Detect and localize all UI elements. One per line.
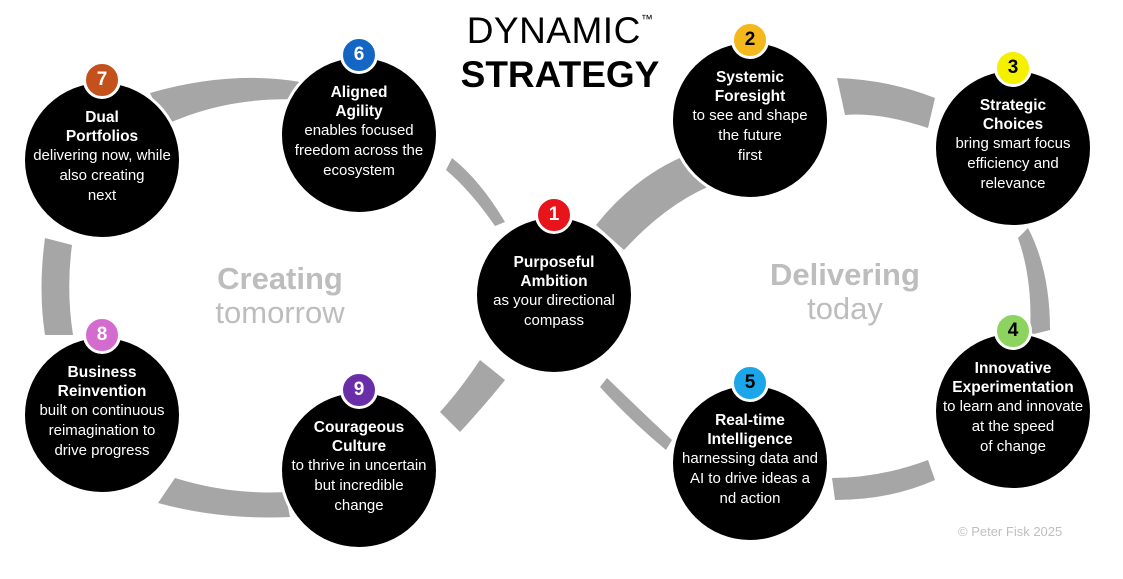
zone-left-normal: tomorrow [215, 295, 345, 330]
node-desc-line: efficiency and [967, 155, 1059, 172]
connector-6-1 [446, 158, 505, 226]
title-line-2: STRATEGY [460, 54, 660, 95]
node-title-line: Ambition [520, 273, 588, 290]
number-badge-9: 9 [340, 371, 378, 409]
number-badge-5: 5 [731, 364, 769, 402]
number-badge-8: 8 [83, 316, 121, 354]
node-title-line: Choices [982, 116, 1044, 133]
connector-8-9 [158, 478, 290, 518]
node-title-line: Strategic [979, 97, 1047, 114]
node-title-line: Agility [335, 103, 383, 120]
node-title-line: Real-time [715, 412, 785, 429]
node-desc-line: nd action [719, 490, 781, 507]
zone-right-normal: today [807, 291, 883, 326]
zone-right-bold: Delivering [770, 257, 920, 292]
connector-2-3 [837, 78, 935, 128]
node-title-line: Courageous [313, 419, 405, 436]
connector-3-4 [1018, 228, 1050, 335]
node-title-line: Systemic [715, 69, 785, 86]
node-desc-line: AI to drive ideas a [689, 470, 811, 487]
node-title-line: Intelligence [707, 431, 793, 448]
node-title-line: Business [67, 364, 137, 381]
node-desc-line: drive progress [54, 442, 150, 459]
number-badge-4: 4 [994, 312, 1032, 350]
node-title-line: Dual [85, 109, 119, 126]
node-desc-line: the future [718, 127, 782, 144]
zone-left-bold: Creating [217, 261, 343, 296]
node-title-line: Aligned [330, 84, 388, 101]
node-desc-line: harnessing data and [682, 450, 818, 467]
node-desc-line: to thrive in uncertain [291, 457, 427, 474]
connector-1-2 [596, 150, 720, 250]
copyright: © Peter Fisk 2025 [958, 524, 1063, 539]
node-desc-line: built on continuous [39, 402, 165, 419]
node-desc-line: to learn and innovate [942, 398, 1084, 415]
node-desc-line: first [737, 147, 763, 164]
node-desc-line: change [334, 497, 384, 514]
node-desc-line: to see and shape [692, 107, 808, 124]
node-title-line: Experimentation [952, 379, 1074, 396]
node-title-line: Purposeful [513, 254, 595, 271]
node-desc-line: of change [980, 438, 1046, 455]
node-desc-line: enables focused [304, 122, 414, 139]
connector-7-6 [150, 77, 308, 125]
node-title-line: Reinvention [57, 383, 147, 400]
number-badge-3: 3 [994, 49, 1032, 87]
node-desc-line: as your directional [493, 292, 615, 309]
number-badge-2: 2 [731, 21, 769, 59]
connector-7-8 [41, 238, 73, 335]
node-desc-line: but incredible [314, 477, 404, 494]
title-dynamic: DYNAMIC [466, 10, 641, 51]
node-desc-line: bring smart focus [955, 135, 1071, 152]
node-desc-line: at the speed [971, 418, 1055, 435]
zone-label-right: Delivering today [735, 258, 955, 326]
node-desc-line: relevance [980, 175, 1046, 192]
trademark-symbol: ™ [640, 12, 654, 26]
node-desc-line: reimagination to [48, 422, 156, 439]
node-desc-line: delivering now, while [33, 147, 171, 164]
connector-4-5 [832, 460, 935, 500]
connector-9-1 [440, 360, 505, 432]
node-desc-line: next [87, 187, 117, 204]
node-title-line: Culture [331, 438, 387, 455]
zone-label-left: Creating tomorrow [175, 262, 385, 330]
number-badge-1: 1 [535, 196, 573, 234]
node-title-line: Portfolios [65, 128, 139, 145]
node-desc-line: freedom across the [294, 142, 424, 159]
node-desc-line: also creating [59, 167, 145, 184]
title-line-1: DYNAMIC™ [430, 10, 690, 52]
node-title-line: Innovative [974, 360, 1052, 377]
number-badge-6: 6 [340, 36, 378, 74]
connector-1-5 [600, 378, 672, 450]
node-desc-line: ecosystem [323, 162, 395, 179]
node-title-line: Foresight [714, 88, 786, 105]
node-desc-line: compass [523, 312, 585, 329]
number-badge-7: 7 [83, 61, 121, 99]
